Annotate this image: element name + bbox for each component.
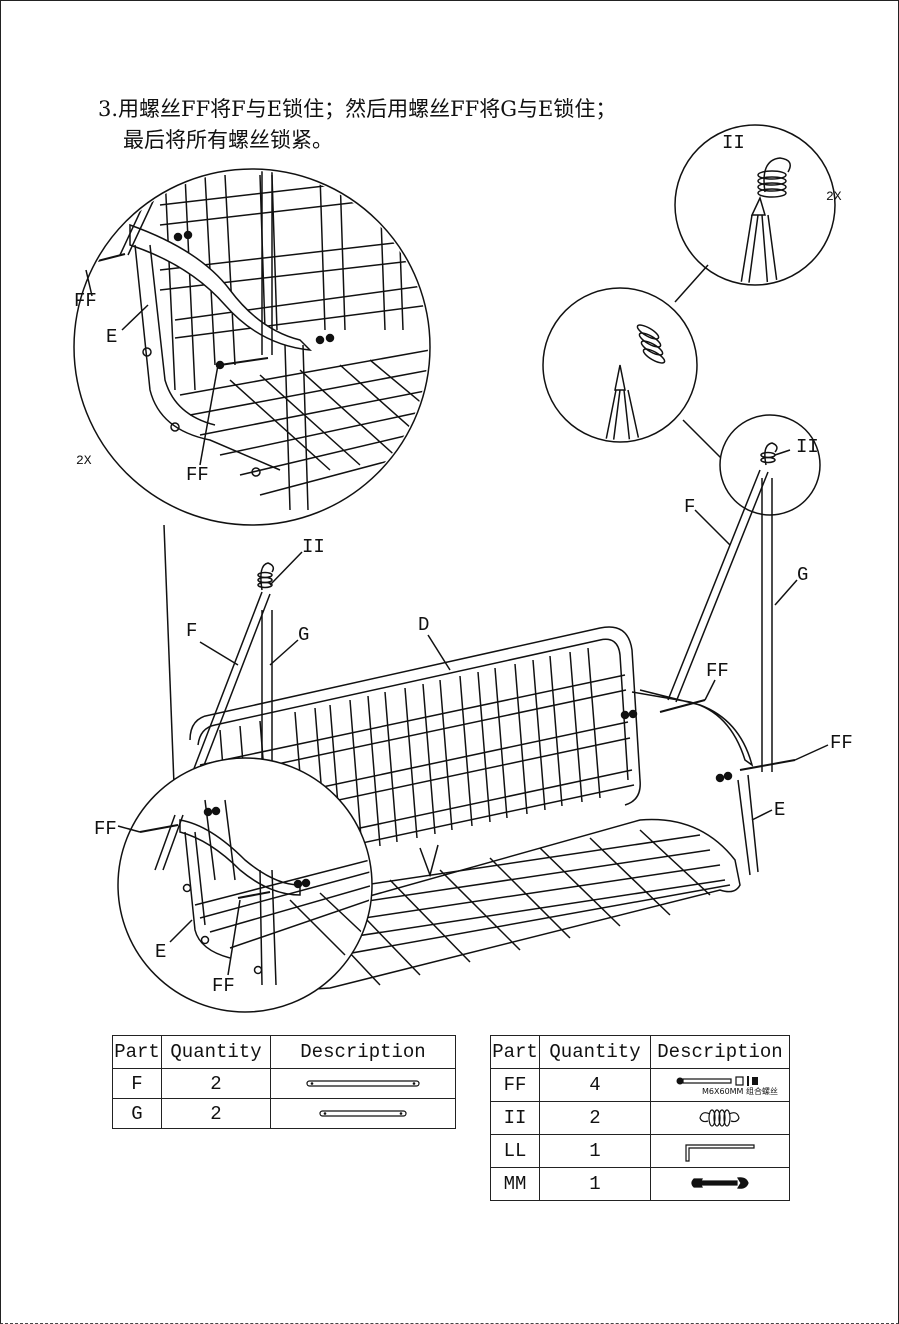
part-code: LL: [491, 1135, 540, 1168]
table-row: MM 1: [491, 1168, 790, 1201]
part-description: [271, 1099, 456, 1129]
label-ff-left: FF: [94, 818, 117, 840]
header-quantity: Quantity: [540, 1036, 651, 1069]
table-row: G 2: [113, 1099, 456, 1129]
header-description: Description: [651, 1036, 790, 1069]
part-qty: 2: [540, 1102, 651, 1135]
part-qty: 2: [162, 1069, 271, 1099]
parts-table-1: Part Quantity Description F 2 G 2: [112, 1035, 456, 1129]
label-2x-right: 2X: [826, 189, 842, 204]
part-description: [651, 1168, 790, 1201]
bolt-spec-note: M6X60MM 组合螺丝: [651, 1088, 789, 1096]
part-qty: 2: [162, 1099, 271, 1129]
label-ff-left-lower: FF: [212, 975, 235, 997]
wrench-icon: [688, 1175, 752, 1193]
label-e-left: E: [155, 941, 166, 963]
label-ii-right: II: [796, 436, 819, 458]
detail-circle-left-arm: [118, 758, 372, 1012]
label-2x-left: 2X: [76, 453, 92, 468]
label-e-detail-top: E: [106, 326, 117, 348]
label-ii-hook-detail: II: [722, 132, 745, 154]
detail-circle-hook: [675, 125, 835, 302]
label-g-right: G: [797, 564, 808, 586]
part-description: [651, 1102, 790, 1135]
table-row: F 2: [113, 1069, 456, 1099]
assembly-diagram: FF E 2X FF II 2X II F G FF FF E II F G D…: [0, 0, 899, 1030]
table-row: II 2: [491, 1102, 790, 1135]
label-d-seat: D: [418, 614, 429, 636]
header-part: Part: [491, 1036, 540, 1069]
detail-circle-spring: [543, 288, 725, 462]
bar-long-icon: [303, 1078, 423, 1090]
label-f-left: F: [186, 620, 197, 642]
part-code: MM: [491, 1168, 540, 1201]
allen-key-icon: [682, 1139, 758, 1163]
header-quantity: Quantity: [162, 1036, 271, 1069]
bar-short-icon: [317, 1108, 409, 1120]
header-part: Part: [113, 1036, 162, 1069]
hanger-bar-g-right: [762, 478, 772, 772]
table-row: LL 1: [491, 1135, 790, 1168]
label-ff-detail-top-lower: FF: [186, 464, 209, 486]
part-code: II: [491, 1102, 540, 1135]
label-ff-right-upper: FF: [706, 660, 729, 682]
part-code: FF: [491, 1069, 540, 1102]
part-description: M6X60MM 组合螺丝: [651, 1069, 790, 1102]
label-ff-right-lower: FF: [830, 732, 853, 754]
detail-circle-hanger-top: [720, 415, 820, 515]
part-description: [271, 1069, 456, 1099]
part-code: F: [113, 1069, 162, 1099]
header-description: Description: [271, 1036, 456, 1069]
table-row: FF 4 M6X60MM 组合螺丝: [491, 1069, 790, 1102]
spring-icon: [690, 1107, 750, 1129]
part-qty: 1: [540, 1135, 651, 1168]
label-ff-detail-top: FF: [74, 290, 97, 312]
parts-table-2: Part Quantity Description FF 4 M6X60MM 组…: [490, 1035, 790, 1201]
leader-line-detail: [164, 525, 174, 785]
label-ii-left: II: [302, 536, 325, 558]
detail-circle-armrest: [74, 160, 430, 525]
label-g-left: G: [298, 624, 309, 646]
part-qty: 4: [540, 1069, 651, 1102]
part-qty: 1: [540, 1168, 651, 1201]
label-e-right: E: [774, 799, 785, 821]
part-code: G: [113, 1099, 162, 1129]
part-description: [651, 1135, 790, 1168]
label-f-right: F: [684, 496, 695, 518]
